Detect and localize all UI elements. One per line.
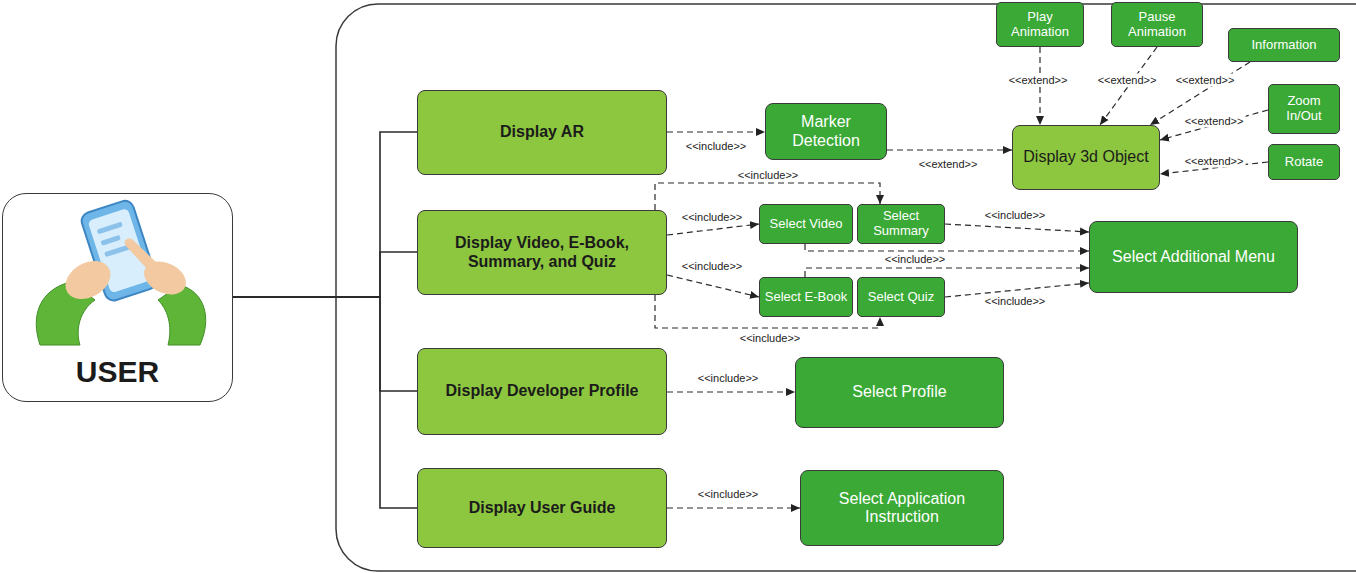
extension-box: Pause Animation [1111,2,1203,47]
node-text: USER [76,355,159,390]
dependency-arrow [667,275,759,297]
dependency-arrow [667,507,800,508]
select-box: Select Quiz [857,277,945,317]
use-case-box: Select Additional Menu [1089,221,1298,293]
stereotype-label: <<include>> [696,372,761,385]
node-text: Display AR [500,123,584,141]
extension-box: Rotate [1268,144,1340,180]
node-text: Rotate [1285,155,1323,170]
use-case-box: Display User Guide [417,468,667,548]
stereotype-label: <<include>> [983,295,1048,308]
node-text: Pause Animation [1115,10,1199,40]
stereotype-label: <<include>> [680,260,745,273]
actor-box: USER [2,193,233,402]
dependency-arrow [667,131,765,132]
stereotype-label: <<include>> [883,253,948,266]
node-text: Play Animation [1000,10,1080,40]
node-text: Display Video, E-Book, Summary, and Quiz [424,234,660,271]
stereotype-label: <<extend>> [1007,74,1070,87]
extension-box: Play Animation [996,2,1084,47]
hands-phone-icon [36,199,205,345]
node-text: Select Summary [861,209,941,239]
use-case-box: Display Developer Profile [417,348,667,435]
dependency-arrow [1160,110,1268,140]
node-text: Select Additional Menu [1112,248,1275,266]
dependency-arrow [667,391,795,392]
stereotype-label: <<include>> [680,211,745,224]
stereotype-label: <<include>> [738,332,803,345]
use-case-box: Marker Detection [765,103,887,160]
select-box: Select E-Book [759,277,853,317]
dependency-arrow [945,224,1089,232]
use-case-box: Select Application Instruction [800,470,1004,546]
extension-box: Zoom In/Out [1268,84,1340,134]
use-case-box: Display Video, E-Book, Summary, and Quiz [417,210,667,295]
dependency-arrow [805,244,1089,251]
stereotype-label: <<include>> [684,140,749,153]
node-text: Information [1251,38,1316,53]
select-box: Select Summary [857,204,945,244]
node-text: Select Quiz [868,290,934,305]
extension-box: Information [1228,28,1340,62]
stereotype-label: <<include>> [696,488,761,501]
stereotype-label: <<include>> [983,209,1048,222]
stereotype-label: <<include>> [736,169,801,182]
stereotype-label: <<extend>> [1096,74,1159,87]
node-text: Select Profile [852,383,946,401]
use-case-box: Select Profile [795,357,1004,428]
node-text: Display User Guide [469,499,616,517]
association-line [233,132,417,297]
boundary-outline [336,4,1356,571]
node-text: Select Video [770,217,843,232]
stereotype-label: <<extend>> [1183,115,1246,128]
node-text: Marker Detection [772,113,880,150]
node-text: Select E-Book [765,290,847,305]
node-text: Display Developer Profile [446,382,639,400]
association-line [233,297,417,391]
node-text: Display 3d Object [1023,148,1148,166]
dependency-arrow [805,268,1089,277]
select-box: Select Video [759,204,853,244]
use-case-box: Display AR [417,90,667,175]
use-case-box: Display 3d Object [1012,125,1160,190]
association-line [233,252,417,297]
association-line [233,297,417,508]
stereotype-label: <<extend>> [1183,155,1246,168]
dependency-arrow [667,224,759,235]
node-text: Zoom In/Out [1272,94,1336,124]
node-text: Select Application Instruction [807,490,997,527]
stereotype-label: <<extend>> [1174,74,1237,87]
dependency-arrow [887,149,1012,150]
stereotype-label: <<extend>> [917,158,980,171]
